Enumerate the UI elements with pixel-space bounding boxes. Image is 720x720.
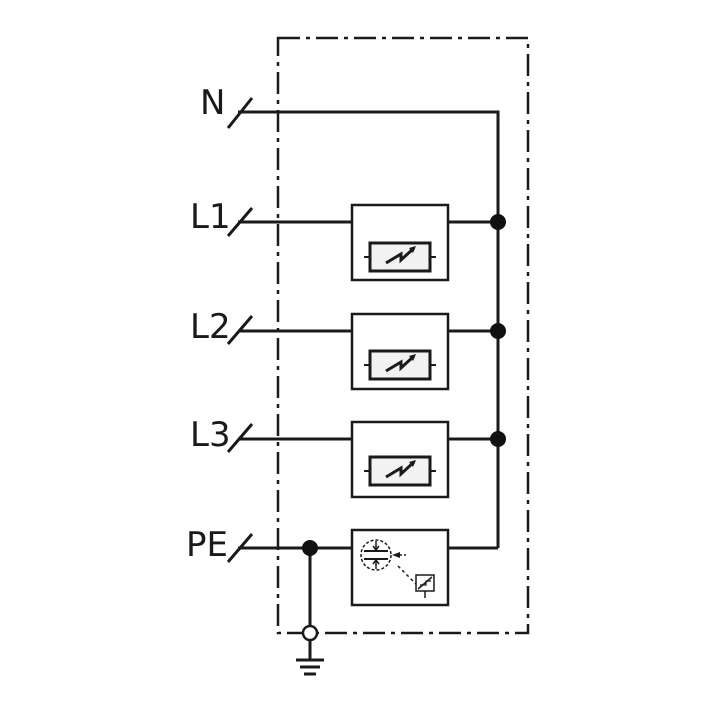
terminal-label-l3: L3: [190, 415, 231, 455]
wire-n: [238, 110, 500, 548]
spark-gap-icon: [360, 539, 435, 598]
terminal-label-l2: L2: [190, 307, 231, 347]
junction-dot-l1: [490, 214, 506, 230]
varistor-module-l1: [350, 203, 450, 282]
varistor-icon: [364, 349, 436, 381]
earth-ground-icon: [296, 640, 324, 676]
junction-dot-l2: [490, 323, 506, 339]
varistor-module-l2: [350, 312, 450, 391]
terminal-label-pe: PE: [186, 525, 228, 565]
junction-dot-l3: [490, 431, 506, 447]
varistor-module-l3: [350, 420, 450, 499]
enclosure-boundary: [276, 36, 530, 635]
ground-terminal: [301, 624, 319, 642]
junction-dot-pe: [302, 540, 318, 556]
varistor-icon: [364, 241, 436, 273]
terminal-label-l1: L1: [190, 197, 231, 237]
varistor-icon: [364, 455, 436, 487]
spark-gap-module-pe: [350, 528, 450, 607]
terminal-label-n: N: [200, 83, 225, 123]
